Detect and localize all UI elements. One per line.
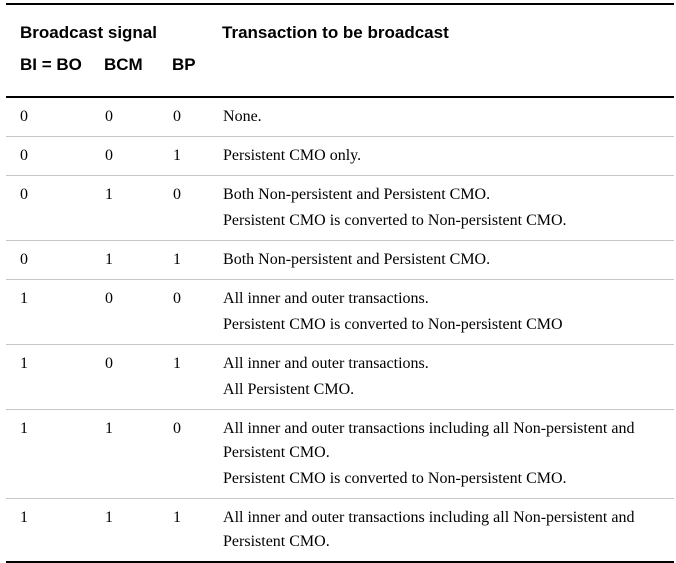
table-body: 0 0 0 None. 0 0 1 Persistent CMO only. 0…: [6, 97, 675, 563]
transaction-line: Both Non-persistent and Persistent CMO.: [223, 251, 491, 268]
cell-bp: 0: [172, 279, 223, 345]
broadcast-signal-table: Broadcast signal Transaction to be broad…: [6, 3, 675, 563]
cell-bp: 0: [172, 175, 223, 241]
cell-bp: 0: [172, 409, 223, 499]
cell-transaction: All inner and outer transactions includi…: [222, 499, 674, 563]
transaction-line: Persistent CMO is converted to Non-persi…: [223, 470, 567, 487]
header-group-row: Broadcast signal Transaction to be broad…: [6, 4, 674, 50]
cell-bi-bo: 0: [6, 97, 104, 137]
transaction-line: All inner and outer transactions.: [223, 355, 429, 372]
cell-bcm: 1: [105, 509, 113, 526]
transaction-line: Both Non-persistent and Persistent CMO.: [223, 186, 491, 203]
cell-transaction: None.: [222, 97, 675, 137]
cell-bi-bo: 0: [6, 240, 104, 280]
cell-bcm: 1: [104, 409, 172, 499]
cell-transaction: Both Non-persistent and Persistent CMO.: [222, 240, 675, 280]
cell-bi-bo: 0: [6, 175, 104, 241]
table-row: 1 1 1 All inner and outer transactions i…: [6, 499, 674, 563]
transaction-line: Persistent CMO only.: [223, 147, 362, 164]
header-columns-row: BI = BO BCM BP: [6, 50, 674, 97]
header-bp: BP: [172, 55, 196, 74]
transaction-line: Persistent CMO is converted to Non-persi…: [223, 212, 567, 229]
table-row: 0 1 1 Both Non-persistent and Persistent…: [6, 240, 675, 280]
header-broadcast-signal: Broadcast signal: [20, 23, 157, 42]
table-row: 0 0 1 Persistent CMO only.: [6, 136, 675, 176]
table-row: 1 0 0 All inner and outer transactions. …: [6, 279, 675, 345]
cell-bi-bo: 1: [20, 509, 28, 526]
cell-bp: 1: [173, 509, 181, 526]
table-header: Broadcast signal Transaction to be broad…: [6, 4, 675, 97]
cell-bcm: 0: [104, 279, 172, 345]
cell-bp: 1: [172, 136, 223, 176]
cell-bi-bo: 1: [6, 344, 104, 410]
cell-bcm: 0: [104, 344, 172, 410]
transaction-line: All Persistent CMO.: [223, 381, 355, 398]
cell-transaction: Persistent CMO only.: [222, 136, 675, 176]
table-row: 1 0 1 All inner and outer transactions. …: [6, 344, 675, 410]
cell-bp: 0: [172, 97, 223, 137]
header-transaction-to-be-broadcast: Transaction to be broadcast: [222, 23, 449, 42]
table-row: 0 1 0 Both Non-persistent and Persistent…: [6, 175, 675, 241]
transaction-line: All inner and outer transactions includi…: [223, 509, 635, 550]
cell-bi-bo: 0: [6, 136, 104, 176]
cell-bcm: 1: [104, 240, 172, 280]
transaction-line: All inner and outer transactions includi…: [223, 420, 635, 461]
cell-bcm: 0: [104, 136, 172, 176]
cell-transaction: All inner and outer transactions. Persis…: [222, 279, 675, 345]
table-row: 0 0 0 None.: [6, 97, 675, 137]
cell-bp: 1: [172, 240, 223, 280]
table-row: 1 1 0 All inner and outer transactions i…: [6, 409, 675, 499]
cell-bcm: 0: [104, 97, 172, 137]
header-empty-cell: [222, 50, 674, 97]
cell-transaction: All inner and outer transactions includi…: [222, 409, 675, 499]
cell-transaction: All inner and outer transactions. All Pe…: [222, 344, 675, 410]
cell-bi-bo: 1: [6, 279, 104, 345]
transaction-line: All inner and outer transactions.: [223, 290, 429, 307]
cell-bcm: 1: [104, 175, 172, 241]
cell-transaction: Both Non-persistent and Persistent CMO. …: [222, 175, 675, 241]
cell-bi-bo: 1: [6, 409, 104, 499]
header-bi-bo: BI = BO: [20, 55, 82, 74]
header-bcm: BCM: [104, 55, 143, 74]
cell-bp: 1: [172, 344, 223, 410]
transaction-line: None.: [223, 108, 262, 125]
transaction-line: Persistent CMO is converted to Non-persi…: [223, 316, 563, 333]
